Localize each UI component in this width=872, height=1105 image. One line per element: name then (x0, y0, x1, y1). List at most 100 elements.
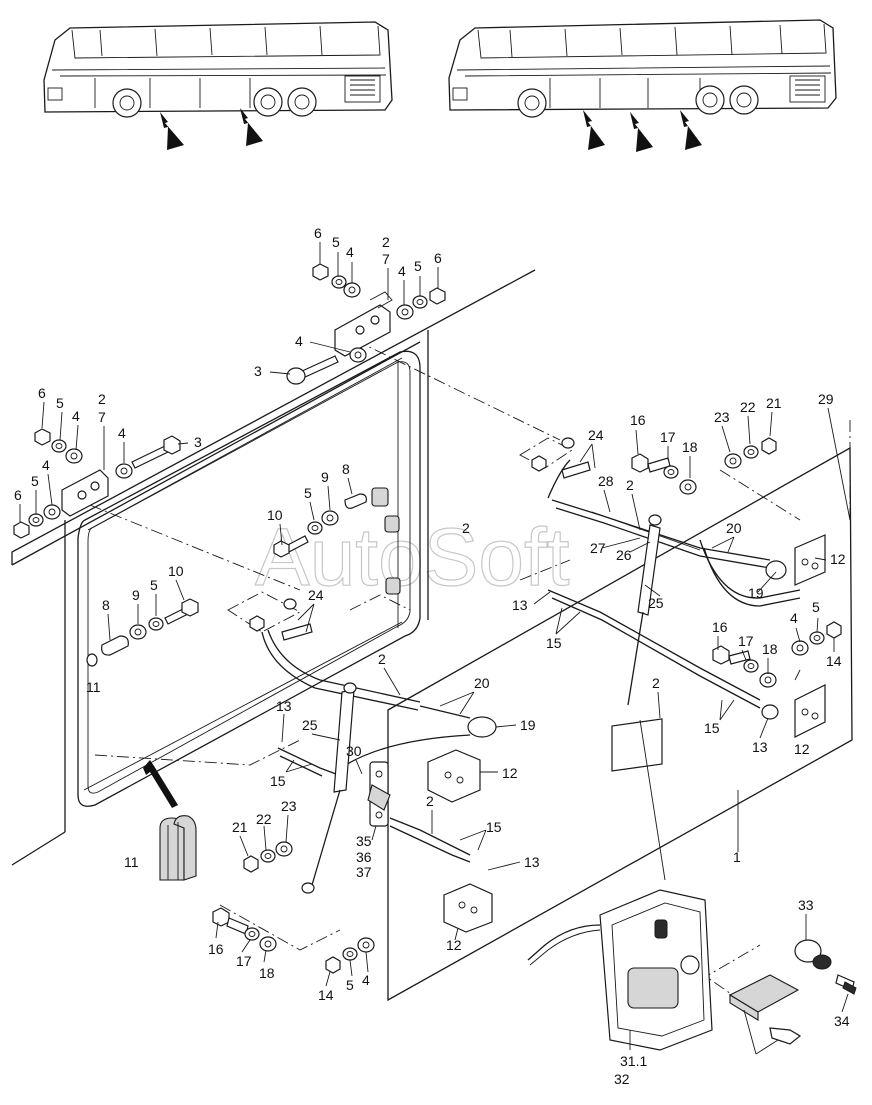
callout-25: 25 (648, 595, 664, 611)
callout-4: 4 (346, 244, 354, 260)
callout-6: 6 (38, 385, 46, 401)
door-handle (527, 889, 713, 1051)
callout-4: 4 (42, 457, 50, 473)
door-frame-gasket (77, 350, 421, 807)
callout-18: 18 (259, 965, 275, 981)
callout-4: 4 (398, 263, 406, 279)
callout-31: 31.1 (620, 1053, 647, 1069)
callout-14: 14 (826, 653, 842, 669)
callout-17: 17 (236, 953, 252, 969)
callout-33: 34 (834, 1013, 850, 1029)
callout-31-1: 32 (614, 1071, 630, 1087)
callout-10: 10 (267, 507, 283, 523)
callout-5: 5 (414, 258, 422, 274)
callout-20: 20 (726, 520, 742, 536)
callout-1: 1 (733, 849, 741, 865)
callout-24: 24 (588, 427, 604, 443)
callout-5: 5 (31, 473, 39, 489)
callout-27: 27 (590, 540, 606, 556)
callout-11: 11 (124, 854, 139, 870)
callout-14: 14 (318, 987, 334, 1003)
callout-19: 19 (520, 717, 536, 733)
callout-37: 37 (356, 864, 372, 880)
callout-29: 29 (818, 391, 834, 407)
callout-5: 5 (150, 577, 158, 593)
callout-7: 7 (98, 409, 106, 425)
callout-21: 21 (232, 819, 248, 835)
callout-8: 8 (342, 461, 350, 477)
callout-23: 23 (281, 798, 297, 814)
bus-thumbnail-right (448, 19, 837, 152)
callout-6: 6 (434, 250, 442, 266)
hinge-upper (334, 291, 393, 357)
callout-25: 25 (302, 717, 318, 733)
callout-2: 2 (652, 675, 660, 691)
callout-20: 20 (474, 675, 490, 691)
callout-6: 6 (14, 487, 22, 503)
callout-22: 22 (740, 399, 756, 415)
callout-12: 12 (502, 765, 518, 781)
callout-13: 13 (512, 597, 528, 613)
callout-18: 18 (762, 641, 778, 657)
watermark-text: AutoSoft (255, 512, 570, 603)
callout-13: 13 (752, 739, 768, 755)
callout-9: 9 (321, 469, 329, 485)
callout-36: 36 (356, 849, 372, 865)
callout-21: 21 (766, 395, 782, 411)
callout-10: 10 (168, 563, 184, 579)
callout-16: 16 (630, 412, 646, 428)
callout-4: 4 (362, 972, 370, 988)
callout-2: 2 (426, 793, 434, 809)
callout-5: 5 (304, 485, 312, 501)
callout-5: 5 (332, 234, 340, 250)
callout-15: 15 (546, 635, 562, 651)
callout-17: 17 (660, 429, 676, 445)
callout-16: 16 (208, 941, 224, 957)
callout-2: 2 (98, 391, 106, 407)
callout-12: 12 (794, 741, 810, 757)
callout-2: 2 (382, 234, 390, 250)
door-panel (387, 446, 853, 1002)
callout-23: 23 (714, 409, 730, 425)
callout-6: 6 (314, 225, 322, 241)
callout-2: 2 (378, 651, 386, 667)
callout-3: 3 (254, 363, 262, 379)
callout-15: 15 (704, 720, 720, 736)
callout-4: 4 (790, 610, 798, 626)
callout-4: 4 (118, 425, 126, 441)
callout-3: 3 (194, 434, 202, 450)
fasteners (13, 263, 842, 974)
callout-12: 12 (830, 551, 846, 567)
callout-15: 15 (486, 819, 502, 835)
gasket-profile (143, 760, 197, 881)
callout-4: 4 (295, 333, 303, 349)
callout-11: 11 (86, 679, 101, 695)
lock-cylinder-key-plate (728, 939, 857, 1045)
callout-leaders (19, 242, 851, 1055)
callout-28: 28 (598, 473, 614, 489)
callout-5: 5 (812, 599, 820, 615)
brackets (427, 534, 826, 933)
callout-4: 4 (72, 408, 80, 424)
callout-35: 35 (356, 833, 372, 849)
hinge-left (61, 469, 109, 517)
bus-thumbnail-left (43, 21, 393, 150)
callout-16: 16 (712, 619, 728, 635)
callout-15: 15 (270, 773, 286, 789)
callout-13: 13 (524, 854, 540, 870)
callout-24: 24 (308, 587, 324, 603)
callout-labels: 6 5 4 2 7 4 5 6 4 3 6 5 4 2 7 4 3 4 5 6 … (14, 225, 850, 1087)
callout-13: 13 (276, 698, 292, 714)
latch-assembly (367, 761, 391, 827)
callout-9: 9 (132, 587, 140, 603)
gas-struts (301, 514, 662, 894)
callout-19: 19 (748, 585, 764, 601)
callout-5: 5 (346, 977, 354, 993)
callout-2: 2 (626, 477, 634, 493)
callout-32: 33 (798, 897, 814, 913)
callout-17: 17 (738, 633, 754, 649)
callout-2: 2 (462, 520, 470, 536)
callout-30: 30 (346, 743, 362, 759)
callout-5: 5 (56, 395, 64, 411)
